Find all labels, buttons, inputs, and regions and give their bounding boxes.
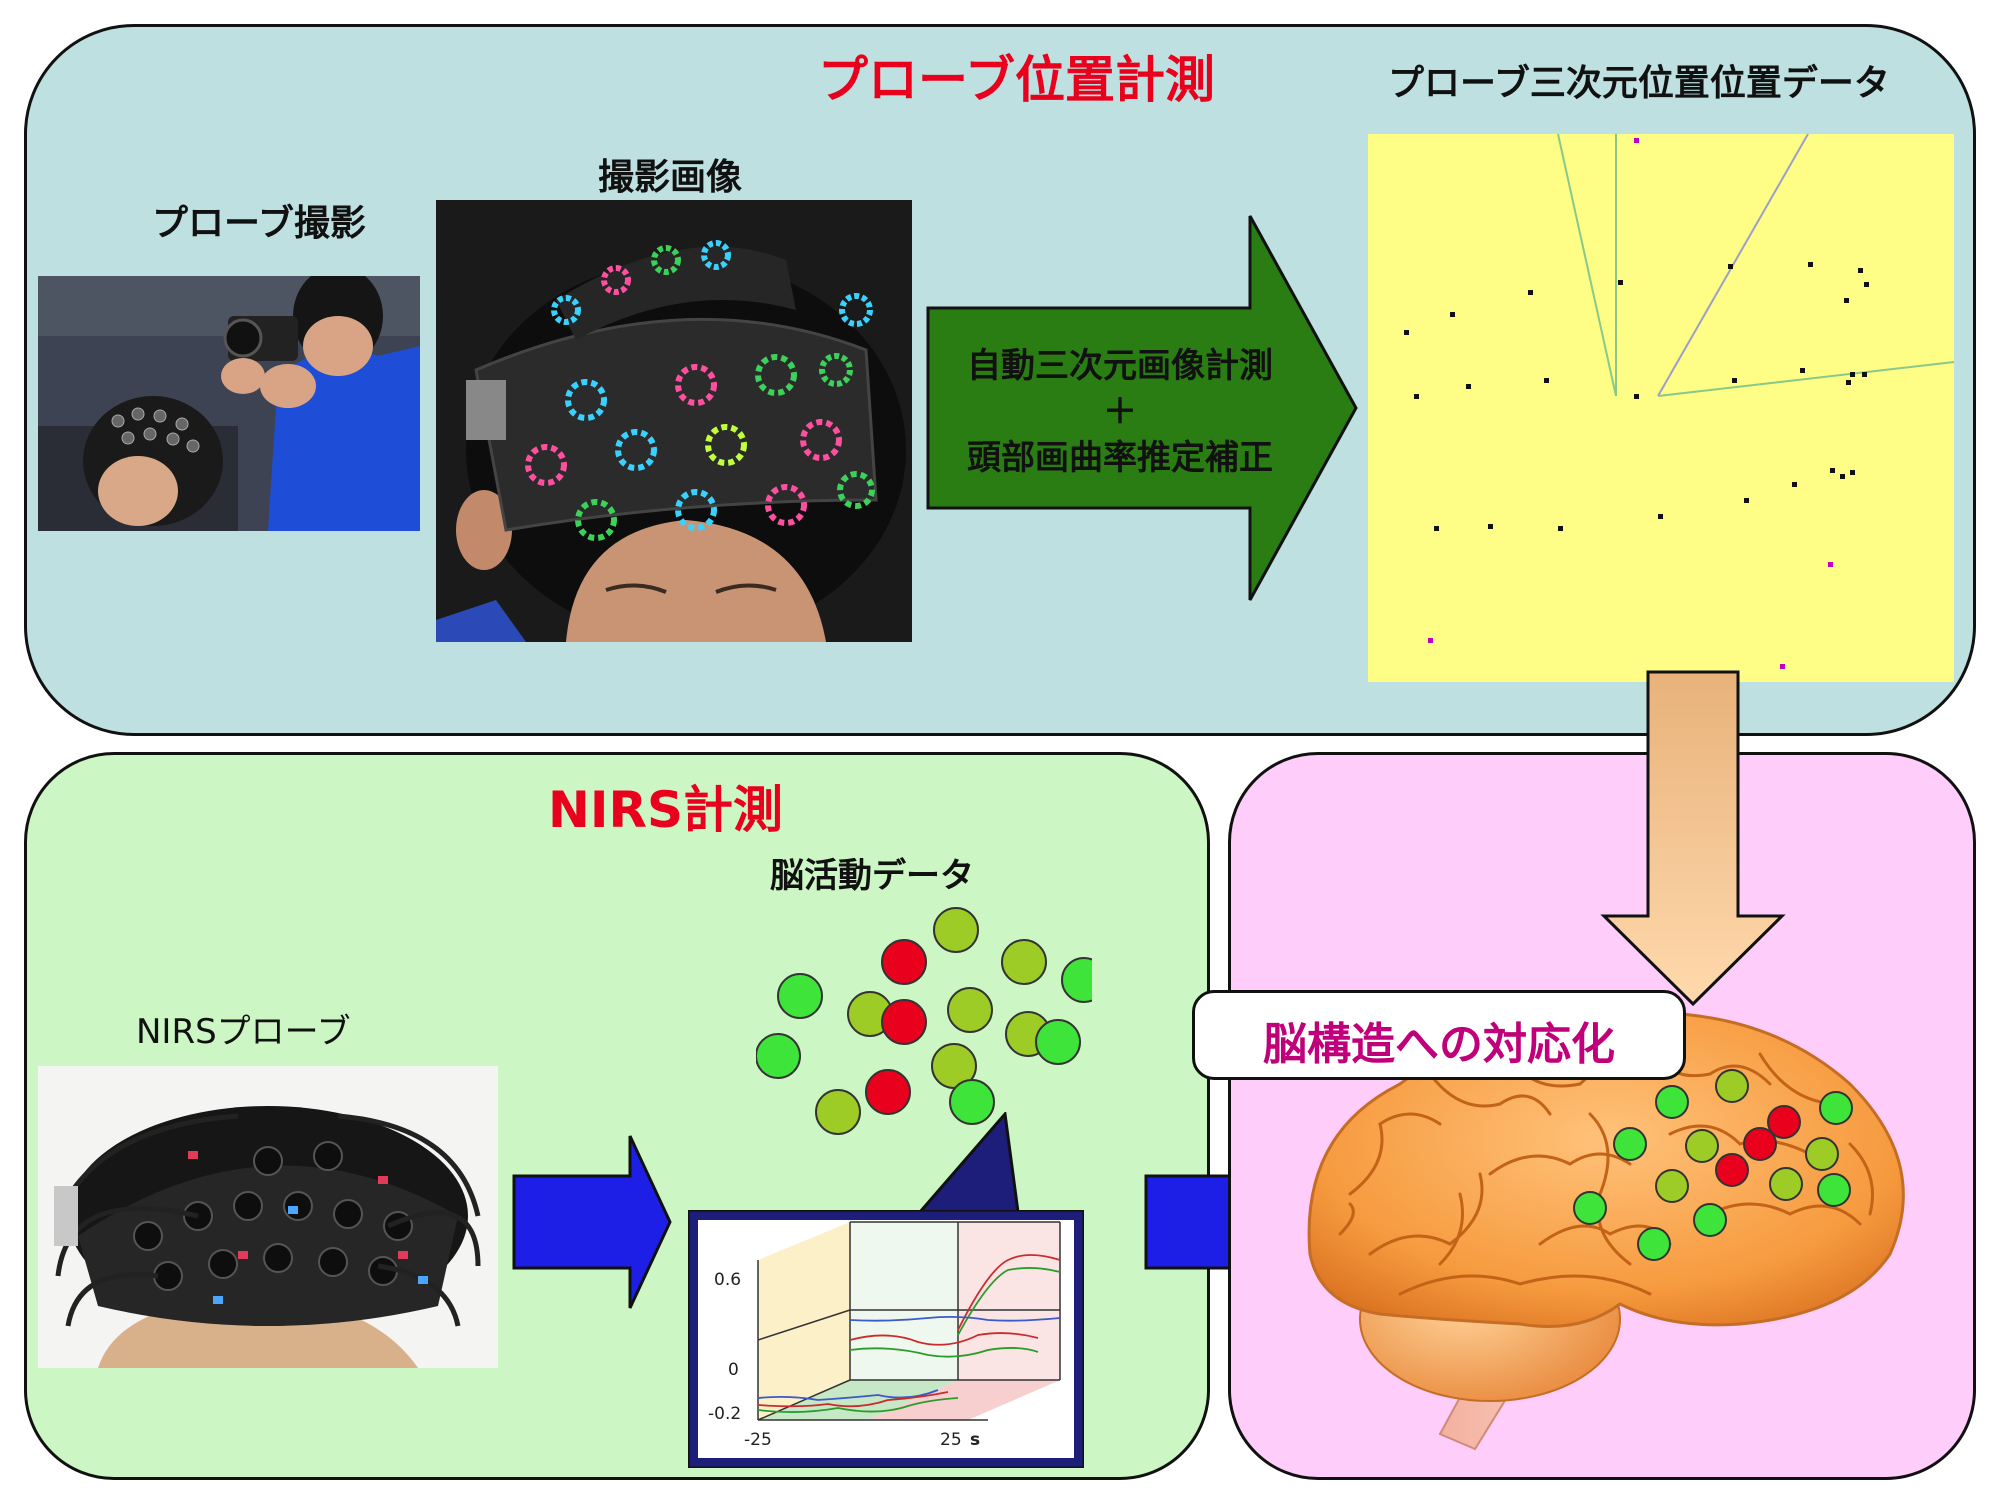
probe-point bbox=[1862, 372, 1867, 377]
probe-point bbox=[1830, 468, 1835, 473]
signal-trace bbox=[757, 1389, 939, 1401]
brain-probe-dot bbox=[1769, 1167, 1803, 1201]
brain-probe-dot bbox=[1819, 1091, 1853, 1125]
reference-point bbox=[1780, 664, 1785, 669]
probe-point bbox=[1618, 280, 1623, 285]
brain-probe-dot bbox=[1805, 1137, 1839, 1171]
brain-probe-dot bbox=[1637, 1227, 1671, 1261]
brain-probe-dot bbox=[1715, 1069, 1749, 1103]
probe-point bbox=[1404, 330, 1409, 335]
probe-point bbox=[1858, 268, 1863, 273]
reference-point bbox=[1428, 638, 1433, 643]
tan-arrow-down bbox=[1600, 668, 1786, 1008]
activity-dot bbox=[1035, 1019, 1081, 1065]
y-axis-line bbox=[1657, 361, 1954, 397]
brain-probe-dot bbox=[1743, 1127, 1777, 1161]
signal-trace bbox=[757, 1397, 959, 1413]
probe-point bbox=[1544, 378, 1549, 383]
probe-3d-data-label: プローブ三次元位置位置データ bbox=[1388, 63, 1890, 104]
plus-sign: ＋ bbox=[1103, 392, 1137, 432]
probe-point bbox=[1488, 524, 1493, 529]
activity-dot bbox=[1001, 939, 1047, 985]
nirs-title: NIRS計測 bbox=[548, 781, 783, 839]
brain-probe-dot bbox=[1767, 1105, 1801, 1139]
probe-point bbox=[1850, 372, 1855, 377]
probe-3d-scatter bbox=[1368, 134, 1954, 682]
y-tick-label: 0.6 bbox=[714, 1270, 742, 1290]
activity-dot bbox=[933, 907, 979, 953]
nirs-probe-label: NIRSプローブ bbox=[136, 1012, 351, 1052]
brain-mapping-callout-text: 脳構造への対応化 bbox=[1263, 1019, 1615, 1070]
activity-dot bbox=[756, 1033, 801, 1079]
curvature-correction-label: 頭部画曲率推定補正 bbox=[967, 438, 1273, 478]
signal-trace bbox=[957, 1254, 1061, 1331]
brain-probe-dot bbox=[1685, 1129, 1719, 1163]
brain-mapping-callout bbox=[1192, 990, 1686, 1080]
activity-dot bbox=[881, 939, 927, 985]
nirs-signal-graph: 0.6 0 -0.2 -25 25 s bbox=[688, 1210, 1084, 1468]
probe-point bbox=[1728, 264, 1733, 269]
activity-dot bbox=[881, 999, 927, 1045]
activity-dot bbox=[865, 1069, 911, 1115]
probe-point bbox=[1808, 262, 1813, 267]
activity-dot bbox=[1061, 957, 1092, 1003]
signal-trace bbox=[849, 1347, 1039, 1358]
y-tick-label: 0 bbox=[728, 1360, 739, 1380]
x-tick-label: -25 bbox=[744, 1430, 772, 1450]
activity-dot bbox=[815, 1089, 861, 1135]
probe-point bbox=[1658, 514, 1663, 519]
probe-point bbox=[1846, 380, 1851, 385]
brain-probe-dot bbox=[1655, 1169, 1689, 1203]
probe-point bbox=[1732, 378, 1737, 383]
probe-point bbox=[1800, 368, 1805, 373]
probe-point bbox=[1744, 498, 1749, 503]
probe-point bbox=[1450, 312, 1455, 317]
brain-probe-dot bbox=[1715, 1153, 1749, 1187]
brain-illustration bbox=[1290, 994, 1920, 1464]
probe-point bbox=[1434, 526, 1439, 531]
reference-point bbox=[1634, 138, 1639, 143]
x-unit-label: s bbox=[970, 1430, 981, 1450]
brain-activity-label: 脳活動データ bbox=[770, 856, 974, 896]
brain-probe-dot bbox=[1817, 1173, 1851, 1207]
signal-trace bbox=[849, 1332, 1039, 1346]
green-process-arrow bbox=[924, 212, 1360, 604]
nirs-probe-photo bbox=[38, 1066, 498, 1368]
probe-photography-photo bbox=[38, 276, 420, 531]
probe-point bbox=[1840, 474, 1845, 479]
signal-trace bbox=[957, 1267, 1061, 1336]
probe-point bbox=[1850, 470, 1855, 475]
z-axis-line-2 bbox=[1557, 134, 1617, 397]
captured-head-photo bbox=[436, 200, 912, 642]
probe-point bbox=[1466, 384, 1471, 389]
activity-dot bbox=[949, 1079, 995, 1125]
brain-activity-dots bbox=[756, 902, 1092, 1138]
probe-position-title: プローブ位置計測 bbox=[818, 51, 1215, 109]
brain-probe-dot bbox=[1573, 1191, 1607, 1225]
reference-point bbox=[1828, 562, 1833, 567]
probe-point bbox=[1792, 482, 1797, 487]
signal-trace bbox=[757, 1391, 949, 1408]
brain-probe-dot bbox=[1613, 1127, 1647, 1161]
captured-image-label: 撮影画像 bbox=[598, 157, 743, 198]
x-tick-label: 25 bbox=[940, 1430, 962, 1450]
probe-point bbox=[1844, 298, 1849, 303]
probe-point bbox=[1634, 394, 1639, 399]
brain-probe-dot bbox=[1693, 1203, 1727, 1237]
blue-arrow-to-graph bbox=[510, 1132, 674, 1312]
probe-point bbox=[1414, 394, 1419, 399]
brain-probe-dot bbox=[1655, 1085, 1689, 1119]
activity-dot bbox=[777, 973, 823, 1019]
signal-trace bbox=[849, 1315, 1061, 1322]
y-tick-label: -0.2 bbox=[708, 1404, 742, 1424]
probe-photography-label: プローブ撮影 bbox=[152, 203, 366, 244]
probe-point bbox=[1558, 526, 1563, 531]
activity-dot bbox=[947, 987, 993, 1033]
probe-point bbox=[1528, 290, 1533, 295]
auto-3d-measurement-label: 自動三次元画像計測 bbox=[967, 346, 1273, 386]
probe-point bbox=[1864, 282, 1869, 287]
